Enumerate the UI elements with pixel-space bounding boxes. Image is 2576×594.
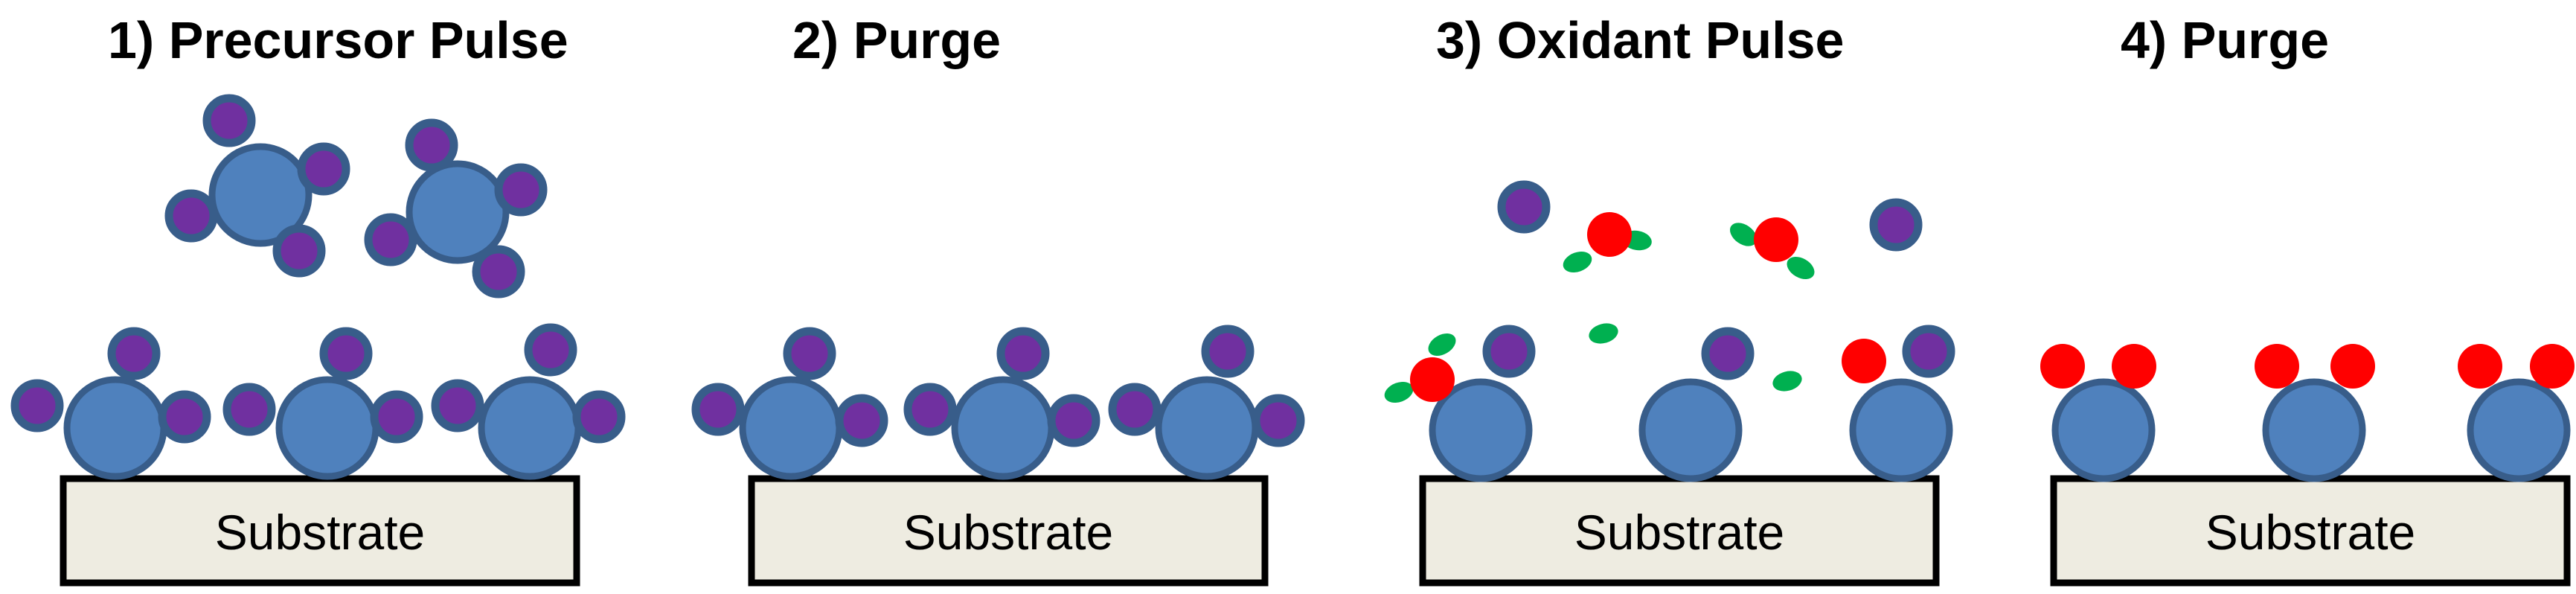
- substrate-1: Substrate: [60, 475, 580, 587]
- substrate-1-label: Substrate: [215, 505, 426, 560]
- step3-free-hydrogen-1: [1589, 323, 1618, 344]
- step3-free-water-2: [1729, 217, 1815, 280]
- step3-site-1: [1384, 325, 1536, 482]
- step1-adsorbed-2: [222, 327, 423, 480]
- substrate-2: Substrate: [748, 475, 1269, 587]
- step-3-title: 3) Oxidant Pulse: [1436, 11, 1844, 69]
- step3-free-ligand-1: [1497, 180, 1551, 234]
- step1-free-precursor-1: [164, 94, 350, 278]
- step4-site-3: [2458, 344, 2575, 482]
- step-4-title: 4) Purge: [2121, 11, 2329, 69]
- substrate-4-label: Substrate: [2205, 505, 2416, 560]
- step-1-title: 1) Precursor Pulse: [108, 11, 568, 69]
- step3-free-hydrogen-2: [1772, 371, 1802, 392]
- step-2-title: 2) Purge: [792, 11, 1001, 69]
- step2-adsorbed-2: [903, 327, 1100, 480]
- step3-free-ligand-2: [1869, 198, 1923, 252]
- step1-free-precursor-2: [364, 118, 548, 298]
- substrate-2-label: Substrate: [903, 505, 1114, 560]
- substrate-4: Substrate: [2050, 475, 2571, 587]
- substrate-3: Substrate: [1419, 475, 1940, 587]
- step3-free-water-1: [1563, 212, 1652, 273]
- step4-site-2: [2255, 344, 2375, 482]
- step1-adsorbed-3: [431, 323, 626, 480]
- substrate-3-label: Substrate: [1574, 505, 1785, 560]
- step2-adsorbed-1: [691, 327, 888, 480]
- step4-site-1: [2040, 344, 2156, 482]
- step1-adsorbed-1: [10, 327, 211, 480]
- step2-adsorbed-3: [1108, 325, 1305, 480]
- step3-site-3: [1842, 325, 1955, 482]
- step3-site-2: [1638, 327, 1755, 482]
